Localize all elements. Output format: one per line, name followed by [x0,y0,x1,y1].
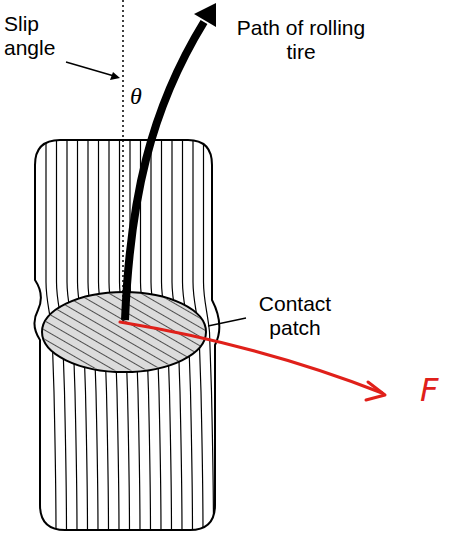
force-arrowhead [366,382,385,400]
angle-symbol: θ [130,84,154,108]
callout-label: Path of rolling tire [236,16,366,64]
leader-line [208,318,246,326]
leader-arrowhead [110,72,120,80]
callout-label: Slip angle [4,12,84,60]
force-arrow [120,322,382,393]
path-arrowhead [194,3,216,27]
path-arrow [125,22,204,320]
force-label: F [420,372,460,408]
leader-line [66,62,114,76]
callout-label: Contact patch [250,292,340,340]
reference-line [122,0,124,322]
